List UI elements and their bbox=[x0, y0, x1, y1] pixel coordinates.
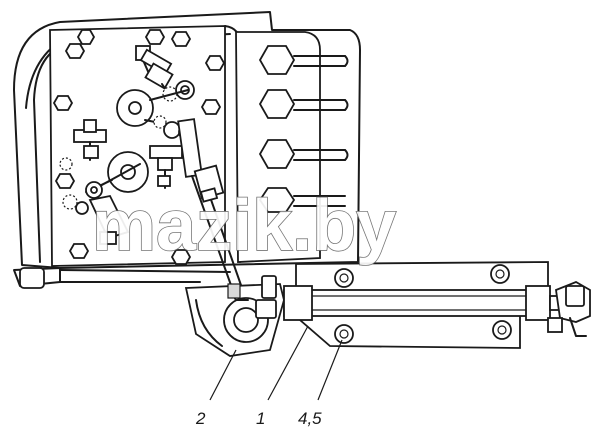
plate-bolts bbox=[52, 29, 226, 265]
cylinder-end-clevis bbox=[547, 281, 591, 337]
lower-bracket bbox=[75, 194, 130, 245]
callout-1: 1 bbox=[256, 409, 265, 428]
cylinder-mount bbox=[184, 275, 285, 357]
left-adjuster bbox=[59, 119, 107, 171]
callout-leaders bbox=[209, 325, 343, 401]
pulley-lower bbox=[62, 151, 149, 210]
callout-4-5: 4,5 bbox=[298, 409, 322, 428]
callout-2: 2 bbox=[195, 409, 206, 428]
rod-assembly bbox=[177, 118, 243, 289]
engine-bottom-edge bbox=[59, 269, 231, 283]
side-fittings bbox=[258, 45, 349, 213]
pulley-upper bbox=[116, 89, 189, 129]
watermark: mazik.by bbox=[92, 186, 396, 266]
cylinder bbox=[283, 285, 563, 321]
